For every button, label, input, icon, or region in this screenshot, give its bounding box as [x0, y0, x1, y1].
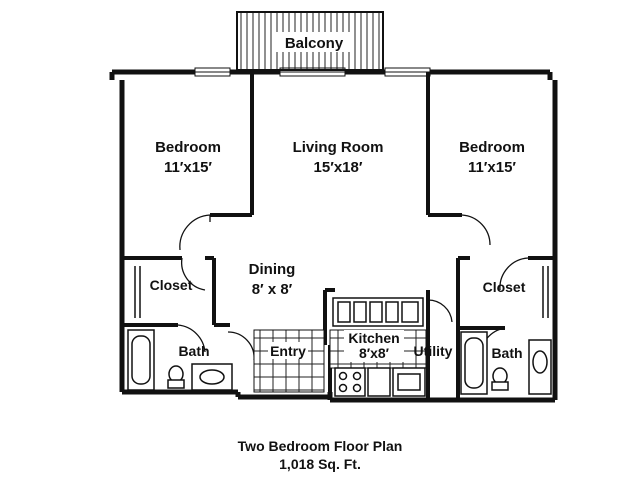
floor-plan-area: 1,018 Sq. Ft.	[279, 456, 361, 472]
closet-right-label: Closet	[483, 279, 526, 295]
bedroom-left-size: 11′x15′	[164, 159, 212, 176]
bath-left-label: Bath	[178, 343, 209, 359]
floor-plan-title: Two Bedroom Floor Plan	[237, 438, 403, 454]
closet-left-label: Closet	[150, 277, 193, 293]
bedroom-right-name: Bedroom	[459, 139, 525, 156]
balcony-label: Balcony	[285, 35, 344, 52]
bedroom-right-size: 11′x15′	[468, 159, 516, 176]
bath-right-label: Bath	[491, 345, 522, 361]
room-labels: Bedroom 11′x15′ Living Room 15′x18′ Bedr…	[150, 139, 526, 362]
kitchen-size: 8′x8′	[359, 345, 390, 361]
kitchen-name: Kitchen	[348, 330, 399, 346]
outer-walls	[109, 69, 558, 403]
living-room-name: Living Room	[293, 139, 384, 156]
bath-fixtures-right	[460, 331, 552, 395]
bedroom-left-name: Bedroom	[155, 139, 221, 156]
entry-label: Entry	[270, 343, 306, 359]
dining-size: 8′ x 8′	[252, 281, 293, 298]
bath-fixtures-left	[127, 329, 233, 391]
kitchen-fixtures	[332, 297, 426, 397]
interior-walls	[122, 72, 555, 400]
closet-rods	[134, 266, 549, 318]
utility-label: Utility	[414, 343, 453, 359]
balcony: Balcony	[236, 11, 384, 71]
living-room-size: 15′x18′	[314, 159, 363, 176]
dining-name: Dining	[249, 261, 296, 278]
